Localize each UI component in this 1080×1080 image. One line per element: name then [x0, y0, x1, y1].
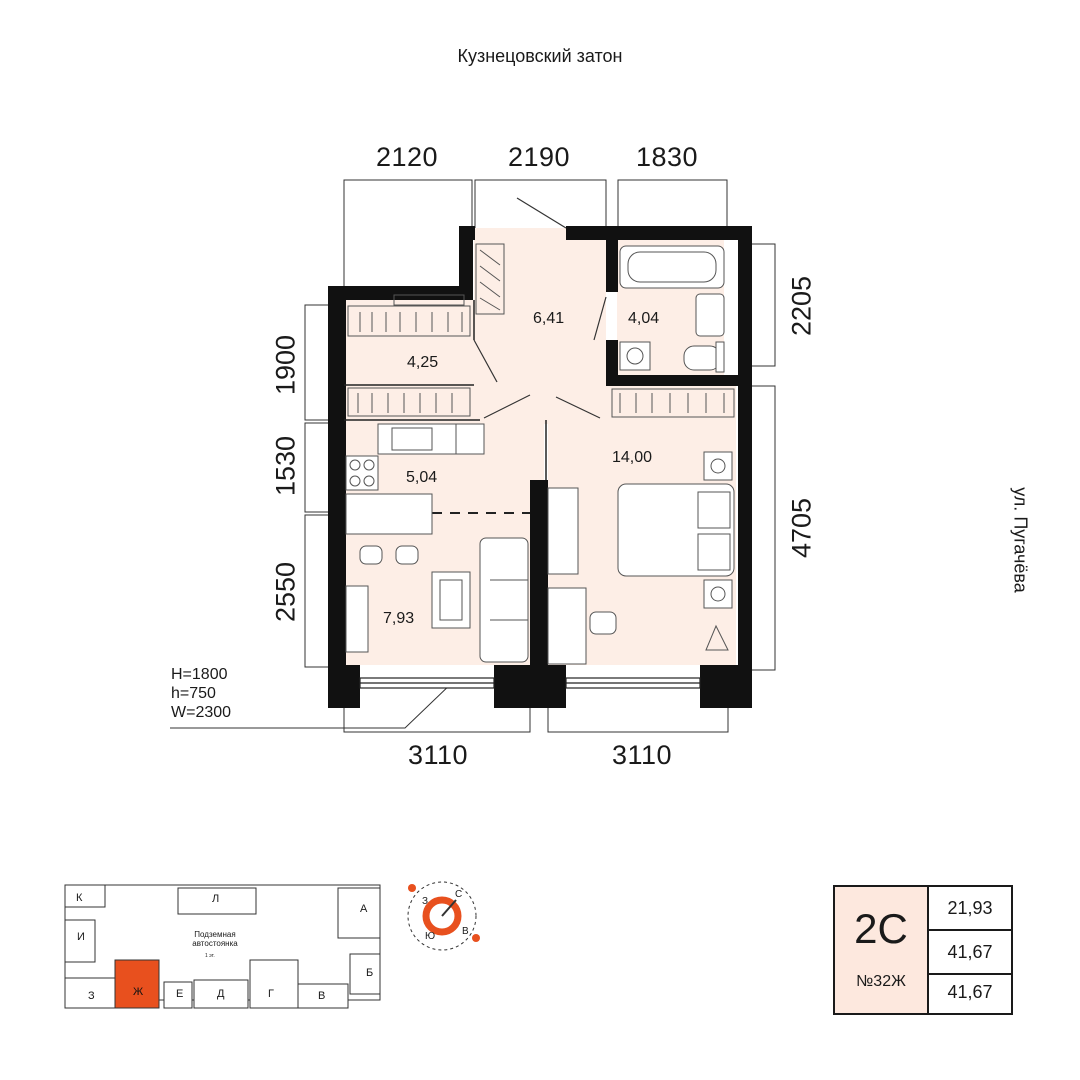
info-divider [929, 929, 1011, 931]
site-section-b: Б [366, 967, 374, 979]
parking-floor-label: 1 эт. [205, 953, 215, 959]
site-section-l: Л [212, 893, 220, 905]
dim-bottom-1: 3110 [408, 740, 469, 770]
bedroom-furniture [547, 451, 735, 665]
living-area-value: 21,93 [947, 898, 993, 918]
site-section-e: Е [176, 988, 184, 1000]
apartment-type-panel: 2С №32Ж [835, 887, 929, 1013]
dim-top-1: 2120 [376, 142, 439, 172]
dim-right-1: 2205 [786, 275, 817, 337]
kitchen-fixtures [345, 423, 485, 535]
compass-north: С [455, 889, 463, 900]
dimension-lines [170, 179, 776, 733]
compass-south: Ю [425, 931, 436, 942]
total-area-alt-value: 41,67 [947, 982, 993, 1002]
dim-left-2: 1530 [270, 435, 301, 497]
site-section-g: Г [268, 988, 274, 1000]
apartment-type: 2С [854, 905, 908, 952]
room-area-kitchen: 5,04 [406, 469, 438, 486]
dim-top-2: 2190 [508, 142, 571, 172]
site-section-a: А [360, 903, 368, 915]
partitions [344, 300, 547, 514]
window-info: H=1800 h=750 W=2300 [171, 665, 231, 722]
dim-right-2: 4705 [786, 497, 817, 559]
bathroom-fixtures [619, 245, 725, 373]
window-width: W=2300 [171, 704, 232, 721]
room-area-living: 7,93 [383, 610, 415, 627]
dim-top-3: 1830 [636, 142, 699, 172]
room-area-wardrobe: 4,25 [407, 354, 439, 371]
compass-icon [407, 881, 480, 951]
living-furniture [345, 537, 529, 663]
walls [328, 226, 752, 708]
site-plan [64, 884, 381, 1009]
apartment-info-box: 2С №32Ж 21,93 41,67 41,67 [833, 885, 1013, 1015]
window-sill-height: h=750 [171, 685, 216, 702]
site-section-k: К [76, 892, 83, 904]
compass-east: В [462, 926, 469, 937]
info-divider [929, 973, 1011, 975]
highlight-section [114, 959, 160, 1009]
room-area-bathroom: 4,04 [628, 310, 660, 327]
site-section-d: Д [217, 988, 225, 1000]
dim-left-3: 2550 [270, 561, 301, 623]
site-section-v: В [318, 990, 326, 1002]
window-height: H=1800 [171, 666, 228, 683]
windows [359, 677, 701, 689]
street-label-top: Кузнецовский затон [457, 46, 623, 66]
apartment-number: №32Ж [856, 973, 906, 990]
parking-label: Подземная автостоянка [192, 930, 238, 948]
site-section-zh: Ж [133, 986, 144, 998]
compass-west: З [422, 896, 429, 907]
site-section-z: З [88, 990, 95, 1002]
doors [473, 197, 607, 419]
room-area-hall: 6,41 [533, 310, 565, 327]
site-section-i: И [77, 931, 85, 943]
wardrobes [347, 243, 735, 418]
room-area-bedroom: 14,00 [612, 449, 653, 466]
dim-bottom-2: 3110 [612, 740, 673, 770]
total-area-value: 41,67 [947, 942, 993, 962]
